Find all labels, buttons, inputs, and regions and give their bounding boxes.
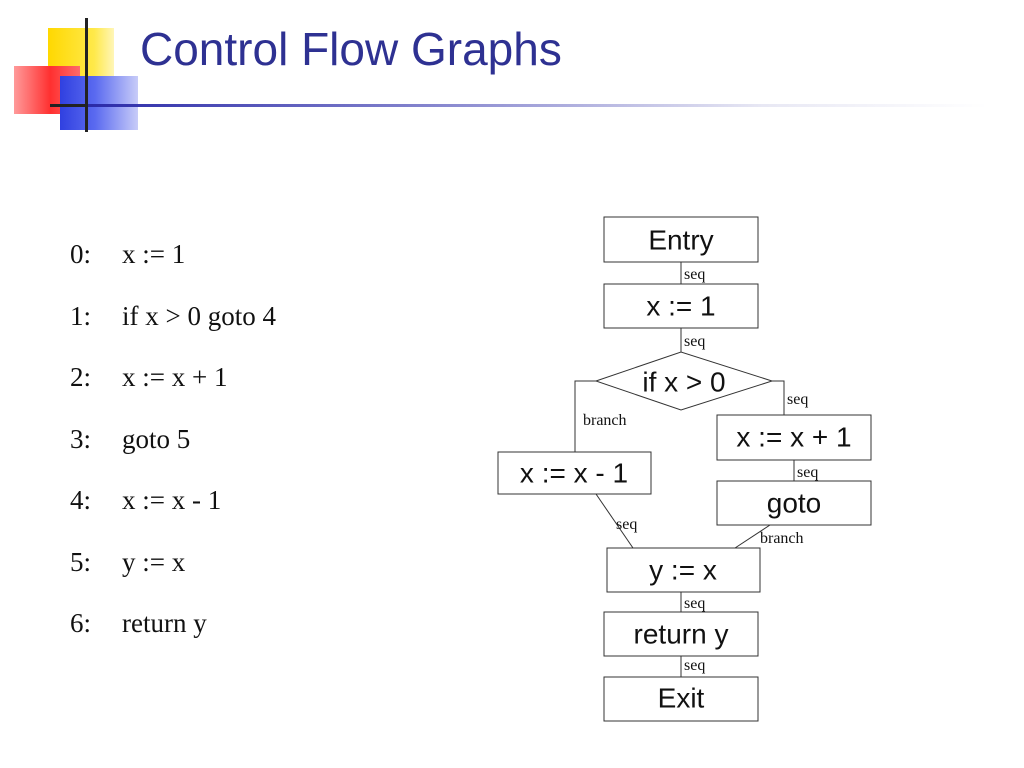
code-line: 0: x := 1 [70, 232, 276, 294]
line-text: return y [122, 608, 207, 638]
node-label: return y [634, 619, 729, 650]
edge-label: seq [797, 464, 818, 481]
line-text: x := 1 [122, 239, 186, 269]
cfg-edges [574, 262, 795, 677]
code-line: 2: x := x + 1 [70, 355, 276, 417]
node-label: x := x - 1 [520, 458, 628, 489]
line-number: 4: [70, 485, 92, 515]
line-number: 5: [70, 546, 92, 577]
line-text: goto 5 [122, 423, 191, 454]
node-label: Exit [658, 683, 705, 714]
cfg-node-condition: if x > 0 [594, 351, 774, 411]
code-line: 3: goto 5 [70, 417, 276, 479]
edge-label: seq [684, 266, 705, 283]
line-number: 6: [70, 608, 92, 638]
code-listing: 0:x := 1 1:if x > 0 goto 4 2:x := x + 1 … [70, 232, 276, 663]
edge-label: seq [684, 595, 705, 612]
cfg-node-entry: Entry [603, 216, 759, 263]
node-label: x := 1 [646, 291, 715, 322]
edge-cond-dec [574, 380, 596, 452]
logo-blue-square [60, 76, 138, 130]
edge-label: branch [583, 412, 627, 429]
line-number: 3: [70, 423, 92, 454]
edge-goto-assign-y [734, 524, 771, 549]
line-number: 0: [70, 239, 92, 269]
node-label: x := x + 1 [736, 422, 851, 453]
slide-logo [0, 0, 150, 140]
code-line: 5: y := x [70, 540, 276, 602]
code-line: 6: return y [70, 601, 276, 663]
node-label: y := x [649, 555, 717, 586]
logo-vertical-line [85, 18, 88, 132]
edge-label: seq [684, 333, 705, 350]
code-line: 1: if x > 0 goto 4 [70, 294, 276, 356]
line-text: if x > 0 goto 4 [122, 300, 276, 331]
line-text: x := x + 1 [122, 362, 228, 392]
node-label: if x > 0 [642, 367, 725, 398]
cfg-node-return: return y [603, 611, 759, 657]
node-label: Entry [648, 225, 713, 256]
cfg-node-exit: Exit [603, 676, 759, 722]
edge-cond-inc [772, 380, 785, 415]
edge-label: seq [787, 391, 808, 408]
cfg-node-assign1: x := 1 [603, 283, 759, 329]
edge-label: seq [616, 516, 637, 533]
line-number: 1: [70, 300, 92, 331]
line-text: x := x - 1 [122, 485, 222, 515]
edge-label: seq [684, 657, 705, 674]
title-rule [88, 104, 988, 107]
cfg-node-assign-y: y := x [606, 547, 761, 593]
line-text: y := x [122, 546, 186, 577]
edge-label: branch [760, 530, 804, 547]
cfg-node-increment: x := x + 1 [716, 414, 872, 461]
cfg-edge-labels: seq seq seq branch seq seq branch seq se… [583, 266, 818, 674]
edge-dec-assign-y [595, 493, 634, 549]
line-number: 2: [70, 362, 92, 392]
cfg-node-goto: goto [716, 480, 872, 526]
node-label: goto [767, 488, 822, 519]
cfg-node-decrement: x := x - 1 [497, 451, 652, 495]
slide-title: Control Flow Graphs [140, 23, 562, 75]
code-line: 4: x := x - 1 [70, 478, 276, 540]
